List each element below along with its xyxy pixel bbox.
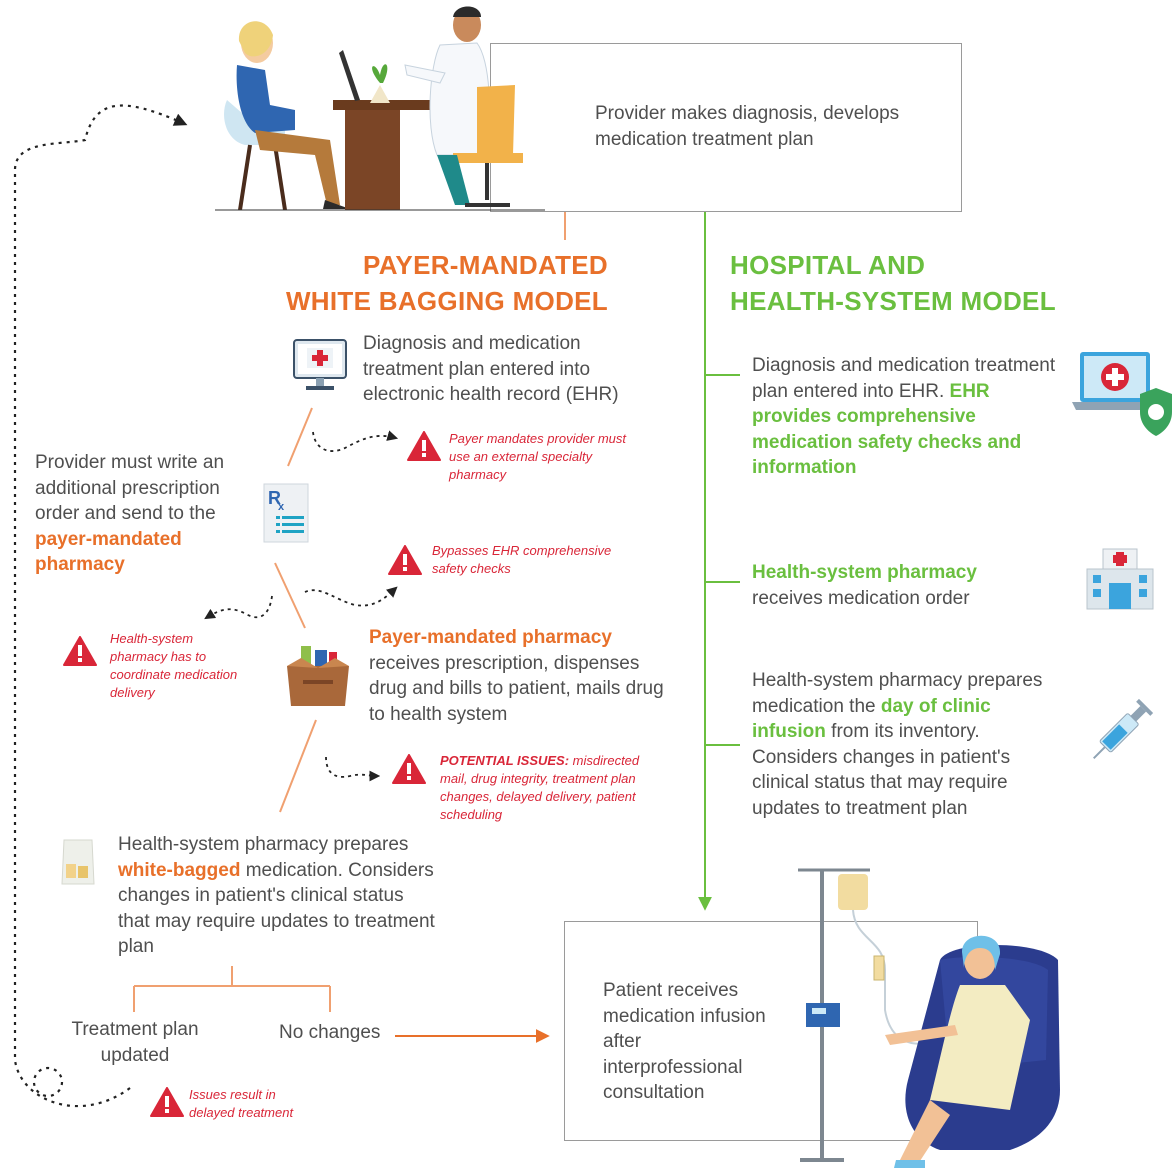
hs-step3-text: Health-system pharmacy prepares medicati… [752,670,1043,819]
warning-text-2: Bypasses EHR comprehensive safety checks [432,543,612,576]
hospital-icon [1086,548,1154,610]
warning-icon [392,754,426,784]
warning-icon [63,636,97,666]
warning-icon [407,431,441,461]
white-bag-icon [61,839,95,885]
warning-text-1: Payer mandates provider must use an exte… [449,431,627,482]
branch-treatment-updated: Treatment plan updated [71,1019,199,1066]
warning-icon [150,1087,184,1117]
computer-ehr-icon [293,339,347,390]
prescription-icon: R x [263,483,309,543]
hs-step1-text: Diagnosis and medication treatment plan … [752,355,1056,478]
warning-text-4: POTENTIAL ISSUES: misdirected mail, drug… [440,753,640,822]
warning-icon [388,545,422,575]
white-bagging-heading: PAYER-MANDATED WHITE BAGGING MODEL [285,250,608,316]
bottom-box-text: Patient receives medication infusion aft… [603,980,766,1103]
wb-step4-text: Health-system pharmacy prepares white-ba… [118,834,435,957]
doctor-consult-illustration [215,6,545,211]
wb-step3-text: Payer-mandated pharmacy receives prescri… [369,627,664,725]
infusion-patient-illustration [798,868,1060,1168]
warning-text-3: Health-system pharmacy has to coordinate… [110,631,238,700]
top-box-text: Provider makes diagnosis, develops medic… [595,103,900,150]
branch-no-changes: No changes [279,1022,381,1043]
syringe-icon [1093,698,1154,759]
package-icon [287,646,349,706]
wb-step1-text: Diagnosis and medication treatment plan … [363,333,619,405]
laptop-shield-icon [1072,352,1172,436]
hospital-heading: HOSPITAL AND HEALTH-SYSTEM MODEL [730,250,1056,316]
svg-text:R: R [268,488,281,508]
warning-text-5: Issues result in delayed treatment [189,1087,294,1120]
hs-step2-text: Health-system pharmacy receives medicati… [752,562,977,609]
svg-text:x: x [278,501,285,513]
wb-step2-text: Provider must write an additional prescr… [35,452,225,575]
